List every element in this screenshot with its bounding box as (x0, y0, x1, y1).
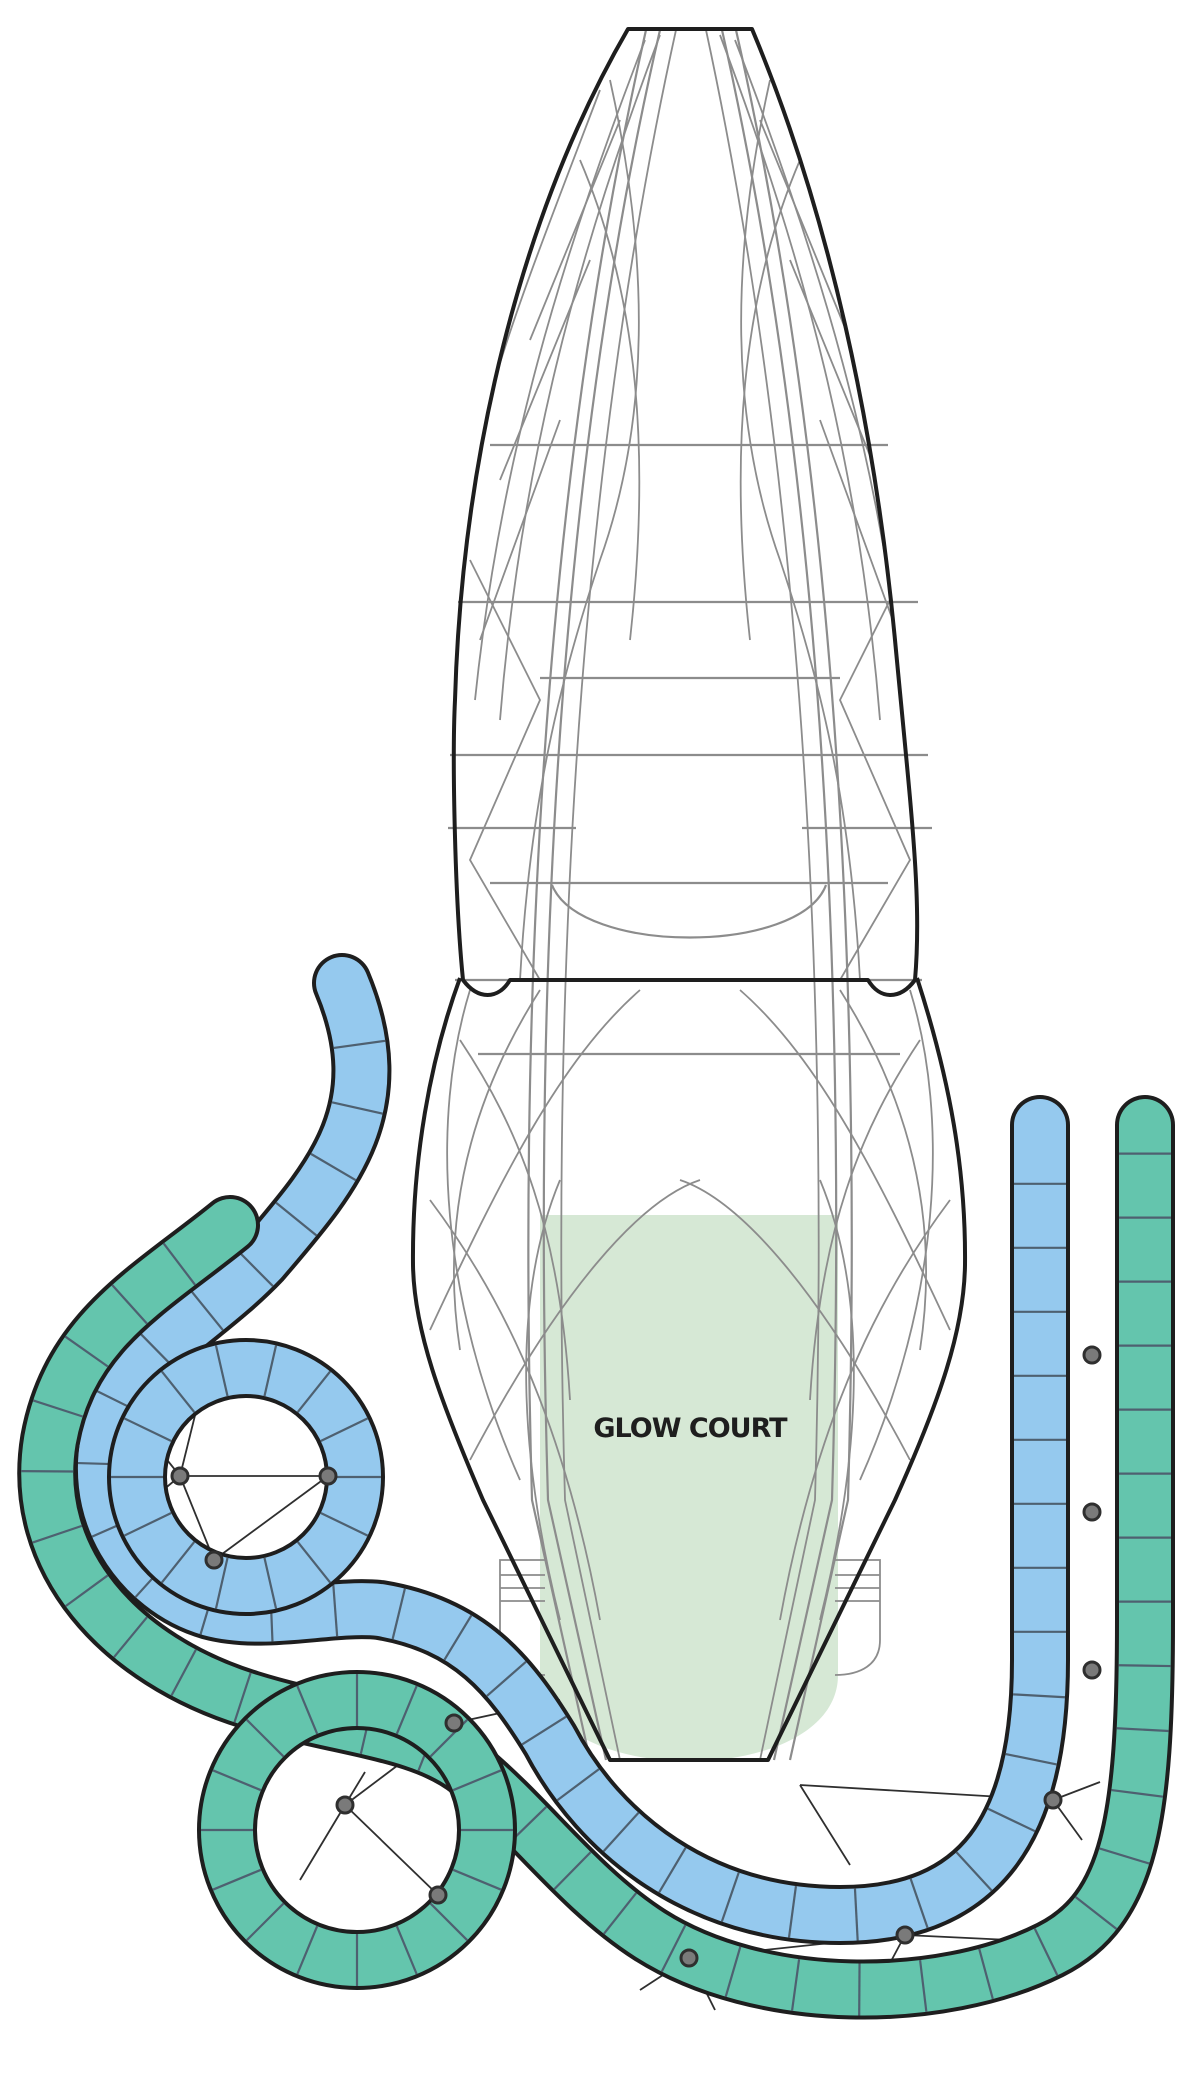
green-loop (201, 1674, 513, 1986)
glow-court-shape (540, 1215, 838, 1761)
network-node (320, 1468, 336, 1484)
glow-court-area: GLOW COURT (540, 1215, 838, 1761)
track-segment (1119, 1665, 1171, 1666)
network-node (1084, 1347, 1100, 1363)
network-node (446, 1715, 462, 1731)
network-node (1084, 1504, 1100, 1520)
network-node (430, 1887, 446, 1903)
network-node (1084, 1662, 1100, 1678)
network-node (206, 1552, 222, 1568)
network-node (172, 1468, 188, 1484)
blue-loop (111, 1345, 381, 1608)
network-node (897, 1927, 913, 1943)
network-node (337, 1797, 353, 1813)
glow-court-label: GLOW COURT (593, 1413, 788, 1444)
upper-lattice (460, 35, 920, 980)
network-node (681, 1950, 697, 1966)
network-node (1045, 1792, 1061, 1808)
